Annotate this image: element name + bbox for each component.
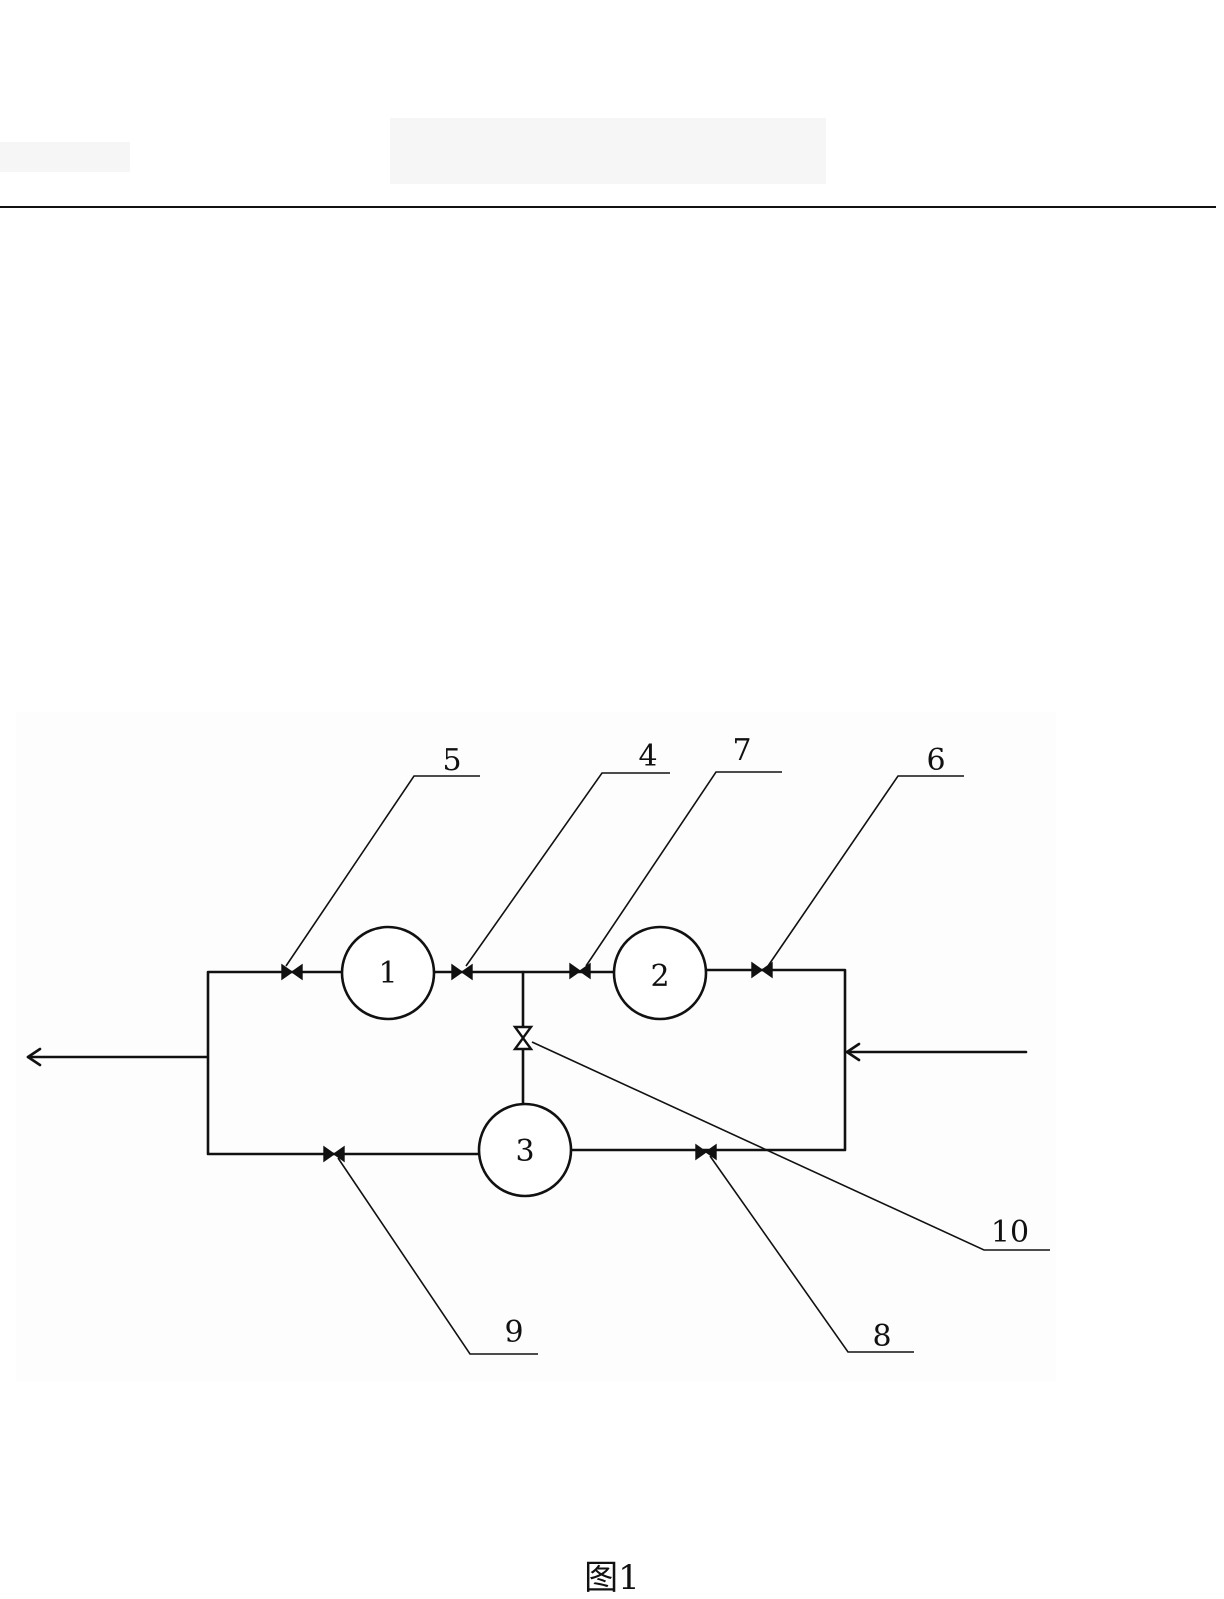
callout-4-label: 4 — [638, 739, 657, 774]
valve-6-symbol — [751, 961, 773, 979]
callout-7-leader — [585, 771, 782, 967]
header-rule — [0, 206, 1216, 208]
callout-6-leader — [767, 775, 964, 967]
callout-5-label: 5 — [442, 743, 461, 778]
figure-panel — [16, 712, 1056, 1382]
valve-5-symbol — [281, 963, 303, 981]
figure-caption: 图1 — [584, 1558, 640, 1598]
valve-10-symbol — [512, 1025, 534, 1051]
component-2-circle — [612, 925, 708, 1021]
component-3-label: 3 — [515, 1134, 534, 1169]
callout-8-label: 8 — [872, 1319, 891, 1354]
valve-4-symbol — [451, 963, 473, 981]
callout-8-leader — [709, 1155, 914, 1353]
valve-8-symbol — [695, 1143, 717, 1161]
callout-10-leader — [531, 1041, 1050, 1251]
outlet-arrow-head — [26, 1047, 42, 1067]
valve-9-symbol — [323, 1145, 345, 1163]
outer-loop-pipe — [206, 970, 482, 1156]
valve-7-symbol — [569, 962, 591, 980]
callout-10-label: 10 — [991, 1215, 1029, 1250]
header-smudge-center — [390, 118, 826, 184]
header-smudge-left — [0, 142, 130, 172]
component-3-circle — [477, 1102, 573, 1198]
callout-9-label: 9 — [504, 1315, 523, 1350]
callout-7-label: 7 — [732, 733, 751, 768]
component-2-label: 2 — [650, 959, 669, 994]
component-1-circle — [340, 925, 436, 1021]
callout-6-label: 6 — [926, 743, 945, 778]
component-1-label: 1 — [378, 956, 397, 991]
callout-5-leader — [285, 775, 480, 967]
right-loop-pipe — [568, 968, 847, 1152]
callout-9-leader — [337, 1157, 538, 1355]
callout-4-leader — [465, 772, 670, 967]
inlet-arrow-head — [845, 1042, 861, 1062]
